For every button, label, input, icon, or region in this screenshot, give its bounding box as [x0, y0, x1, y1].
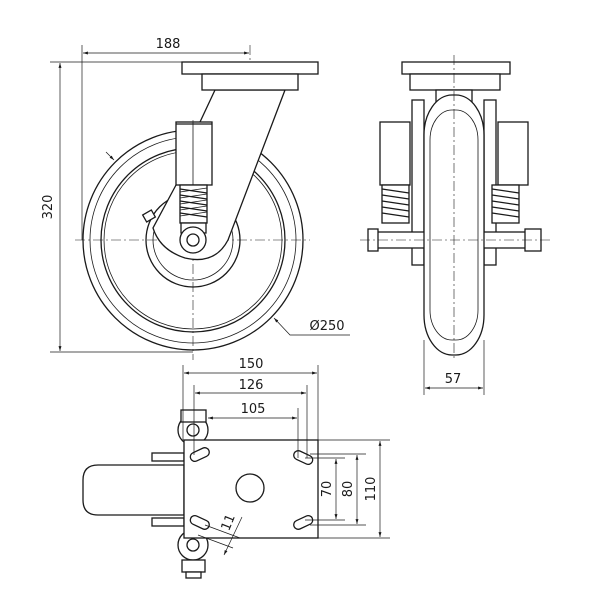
- dim-11-label: 11: [219, 512, 239, 533]
- dim-110-label: 110: [364, 477, 379, 502]
- swivel-head: [201, 73, 299, 91]
- side-view: 188 320 Ø250: [41, 37, 350, 360]
- front-view: 57: [360, 55, 550, 395]
- axle: [186, 233, 200, 247]
- dim-80-label: 80: [341, 481, 356, 498]
- grease-nipple: [141, 209, 157, 223]
- nut-bottom: [181, 559, 206, 573]
- right-housing: [497, 121, 529, 186]
- nut-top: [180, 409, 207, 423]
- dim-70-label: 70: [320, 481, 335, 498]
- dim-126-label: 126: [239, 378, 264, 393]
- top-plate-front: [401, 61, 511, 75]
- spring: [179, 184, 208, 224]
- dim-105-label: 105: [241, 402, 266, 417]
- kingpin-housing: [175, 121, 213, 186]
- dim-188-label: 188: [156, 37, 181, 52]
- top-view: 150 126 105 70 80 110 11: [82, 357, 390, 579]
- dim-57-label: 57: [445, 372, 462, 387]
- wheel-top: [82, 464, 185, 516]
- dim-150-label: 150: [239, 357, 264, 372]
- fork: [152, 89, 286, 261]
- axle-eye: [179, 226, 207, 254]
- left-housing: [379, 121, 411, 186]
- mounting-slots: [189, 447, 314, 530]
- top-plate: [181, 61, 319, 75]
- front-springs: [381, 184, 520, 224]
- dim-diameter-label: Ø250: [309, 319, 344, 334]
- center-hole: [235, 473, 265, 503]
- dim-320-label: 320: [41, 195, 56, 220]
